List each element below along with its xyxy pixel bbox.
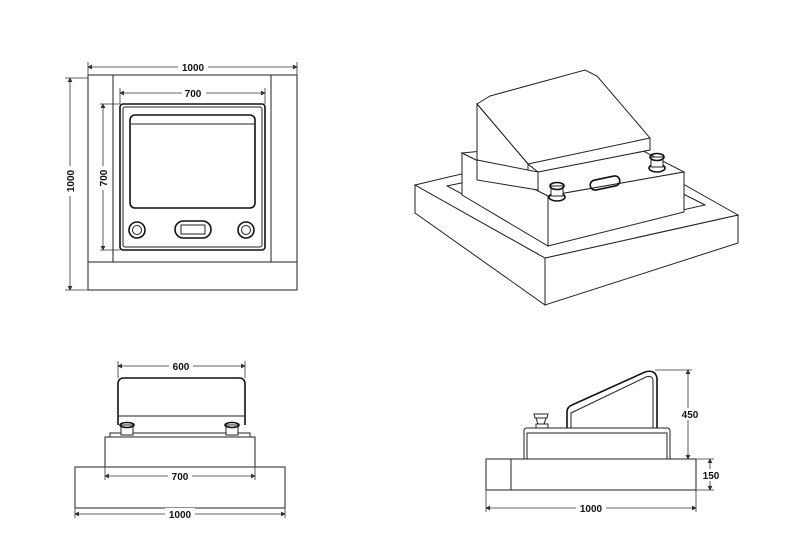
emergency-stop-icon	[533, 413, 549, 429]
top-width-dimension: 1000	[182, 63, 205, 74]
top-height-dimension: 1000	[66, 169, 77, 192]
base-width-dimension: 1000	[169, 510, 192, 521]
button-icon	[548, 181, 566, 202]
height-dimension: 450	[682, 410, 699, 421]
inner-width-dimension: 700	[185, 89, 202, 100]
button-icon	[237, 221, 255, 239]
base-width-dimension: 1000	[580, 504, 603, 515]
front-view: 600 700 1000	[74, 360, 286, 521]
base-height-dimension: 150	[703, 471, 720, 482]
handle-icon	[589, 175, 621, 191]
handle-icon	[174, 220, 212, 239]
button-icon	[648, 152, 666, 173]
inner-height-dimension: 700	[99, 169, 110, 186]
button-icon	[128, 221, 146, 239]
isometric-view	[413, 69, 740, 306]
button-icon	[119, 421, 135, 436]
side-view: 450 150 1000	[485, 369, 722, 515]
body-width-dimension: 700	[172, 472, 189, 483]
button-icon	[224, 421, 240, 436]
top-width-dimension: 600	[173, 362, 190, 373]
top-view: 1000 1000 700 700	[64, 61, 298, 291]
